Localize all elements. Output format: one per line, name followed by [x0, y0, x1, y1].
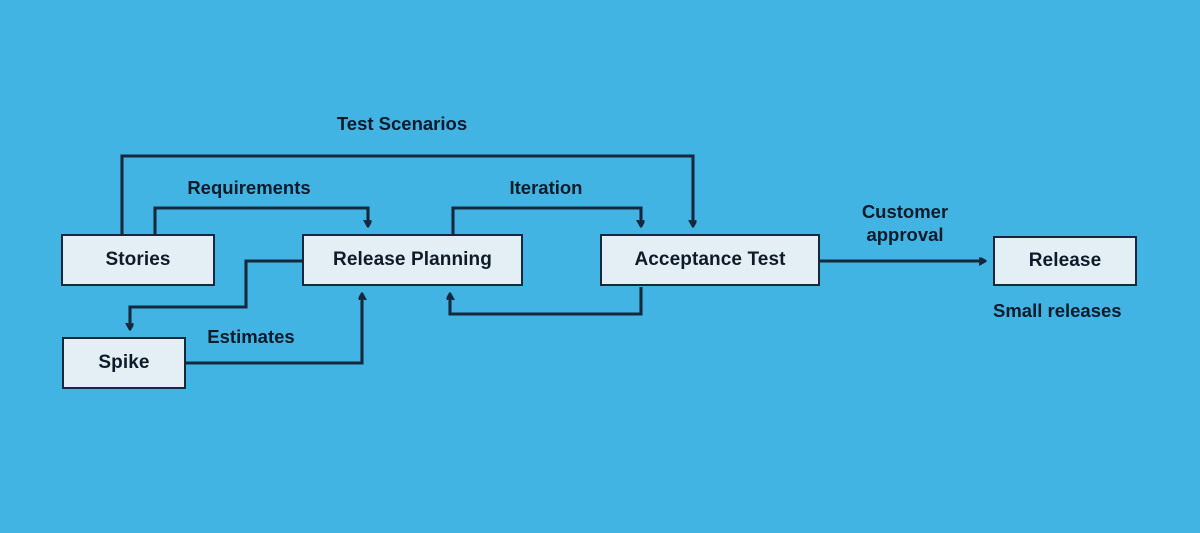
edge-label-estimates: Estimates	[207, 326, 295, 347]
connector-release-planning-to-spike	[130, 259, 302, 329]
connector-requirements	[153, 206, 368, 235]
edge-label-customer-approval: Customer approval	[861, 201, 949, 246]
caption-small-releases: Small releases	[993, 300, 1122, 321]
edge-label-test-scenarios: Test Scenarios	[336, 113, 468, 134]
node-stories[interactable]: Stories	[61, 234, 215, 286]
node-acceptance-test[interactable]: Acceptance Test	[600, 234, 820, 286]
node-release-planning[interactable]: Release Planning	[302, 234, 523, 286]
connector-estimates	[186, 294, 362, 365]
connector-acceptance-to-planning	[450, 287, 643, 316]
edge-label-iteration: Iteration	[509, 177, 583, 198]
node-spike[interactable]: Spike	[62, 337, 186, 389]
connector-test-scenarios	[120, 154, 693, 235]
edge-label-requirements: Requirements	[187, 177, 311, 198]
node-release[interactable]: Release	[993, 236, 1137, 286]
connector-iteration	[451, 206, 641, 235]
